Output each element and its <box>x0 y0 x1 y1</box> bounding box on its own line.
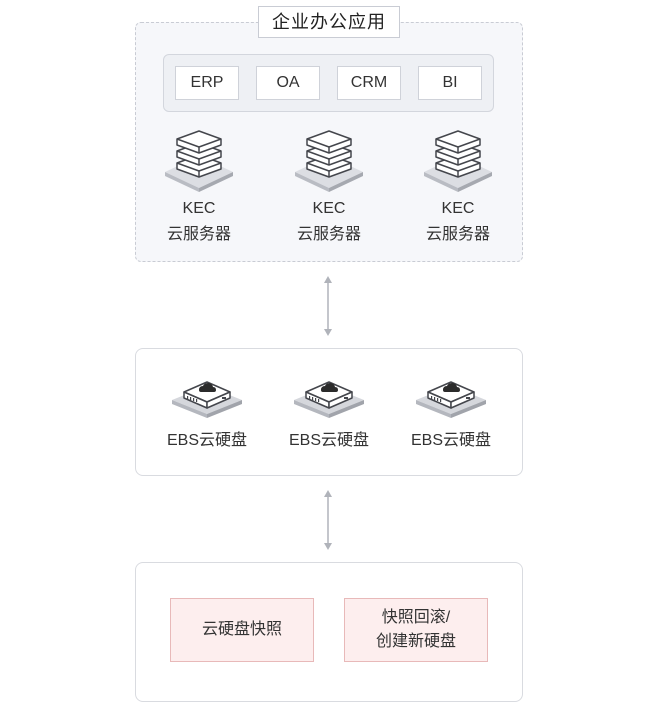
feature-text-line: 快照回滚/ <box>381 609 451 626</box>
server-label-line2: 云服务器 <box>425 226 490 243</box>
disk-label: EBS云硬盘 <box>410 432 492 449</box>
app-erp: ERP <box>175 66 239 100</box>
cloud-disk-icon <box>416 381 486 418</box>
server-label-line1: KEC <box>312 200 346 217</box>
cloud-disk-icon <box>172 381 242 418</box>
server-stack-icon <box>165 130 233 192</box>
rollback-box: 快照回滚/ 创建新硬盘 <box>344 598 488 662</box>
feature-text-line: 云硬盘快照 <box>201 621 282 638</box>
snapshot-box: 云硬盘快照 <box>170 598 314 662</box>
disk-label: EBS云硬盘 <box>288 432 370 449</box>
app-oa: OA <box>256 66 320 100</box>
feature-text-line: 创建新硬盘 <box>375 633 456 650</box>
section-title: 企业办公应用 <box>258 6 400 38</box>
app-crm: CRM <box>337 66 401 100</box>
bidirectional-arrow-icon <box>324 490 332 550</box>
server-stack-icon <box>295 130 363 192</box>
server-stack-icon <box>424 130 492 192</box>
server-label-line2: 云服务器 <box>166 226 231 243</box>
app-bi: BI <box>418 66 482 100</box>
cloud-disk-icon <box>294 381 364 418</box>
server-label-line2: 云服务器 <box>296 226 361 243</box>
disk-label: EBS云硬盘 <box>166 432 248 449</box>
bidirectional-arrow-icon <box>324 276 332 336</box>
server-label: KEC 云服务器 <box>413 196 503 248</box>
server-label-line1: KEC <box>441 200 475 217</box>
server-label: KEC 云服务器 <box>284 196 374 248</box>
server-label-line1: KEC <box>182 200 216 217</box>
server-label: KEC 云服务器 <box>154 196 244 248</box>
